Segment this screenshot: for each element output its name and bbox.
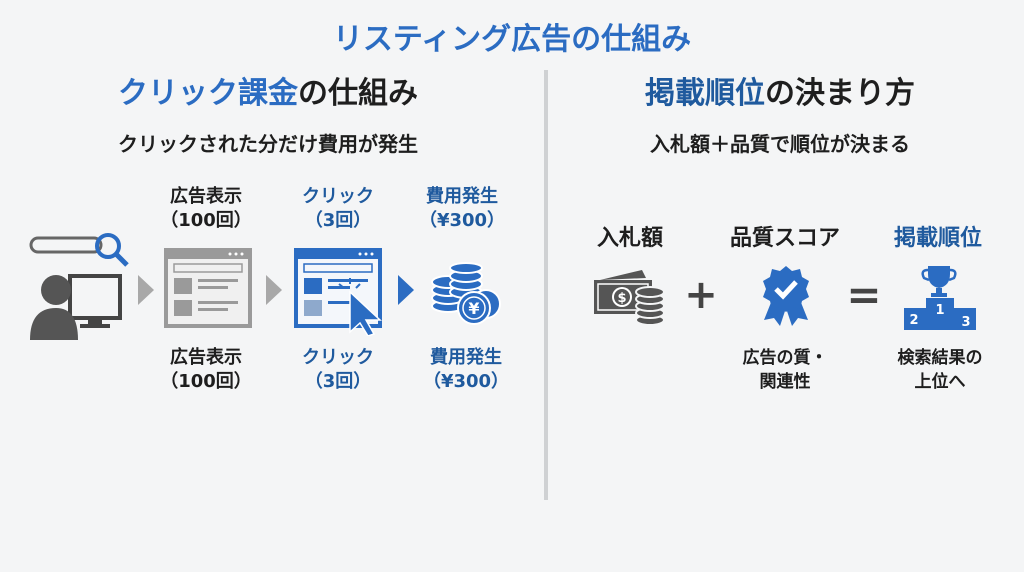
- rank-2: 2: [909, 313, 918, 328]
- coins-icon: ¥: [431, 262, 501, 325]
- quality-badge-icon: [763, 266, 809, 326]
- money-icon: $: [594, 270, 665, 326]
- step-impression-top: 広告表示（100回）: [160, 186, 252, 231]
- quality-label: 品質スコア: [729, 226, 841, 251]
- browser-click-icon: [294, 248, 382, 336]
- bid-label: 入札額: [596, 226, 664, 251]
- dollar-symbol: $: [617, 291, 626, 306]
- step-click-bottom: クリック（3回）: [302, 347, 374, 392]
- rank-label: 掲載順位: [893, 226, 983, 251]
- divider: [544, 70, 548, 500]
- step-click-top: クリック（3回）: [302, 186, 374, 231]
- page-title: リスティング広告の仕組み: [332, 22, 692, 57]
- podium-trophy-icon: 1 2 3: [904, 266, 976, 330]
- equals-sign: =: [846, 270, 882, 319]
- left-heading: クリック課金の仕組み: [118, 68, 418, 112]
- rank-3: 3: [961, 315, 970, 330]
- rank-description: 検索結果の上位へ: [897, 348, 983, 392]
- user-search-icon: [29, 233, 129, 340]
- browser-ad-icon: [164, 248, 252, 328]
- left-subtitle: クリックされた分だけ費用が発生: [118, 132, 418, 156]
- yen-symbol: ¥: [468, 299, 479, 318]
- step-cost-top: 費用発生（¥300）: [418, 186, 506, 231]
- arrow-icon: [398, 275, 414, 305]
- arrow-icon: [266, 275, 282, 305]
- arrow-icon: [138, 275, 154, 305]
- heading-rest: の決まり方: [765, 76, 915, 111]
- plus-sign: +: [684, 272, 718, 318]
- heading-accent: 掲載順位: [645, 76, 765, 111]
- right-heading: 掲載順位の決まり方: [645, 68, 915, 112]
- right-subtitle: 入札額＋品質で順位が決まる: [650, 132, 910, 156]
- step-impression-bottom: 広告表示（100回）: [160, 347, 252, 392]
- rank-1: 1: [935, 303, 944, 318]
- quality-description: 広告の質・関連性: [742, 348, 828, 392]
- step-cost-bottom: 費用発生（¥300）: [422, 347, 510, 392]
- heading-accent: クリック課金: [118, 76, 298, 111]
- heading-rest: の仕組み: [298, 76, 418, 111]
